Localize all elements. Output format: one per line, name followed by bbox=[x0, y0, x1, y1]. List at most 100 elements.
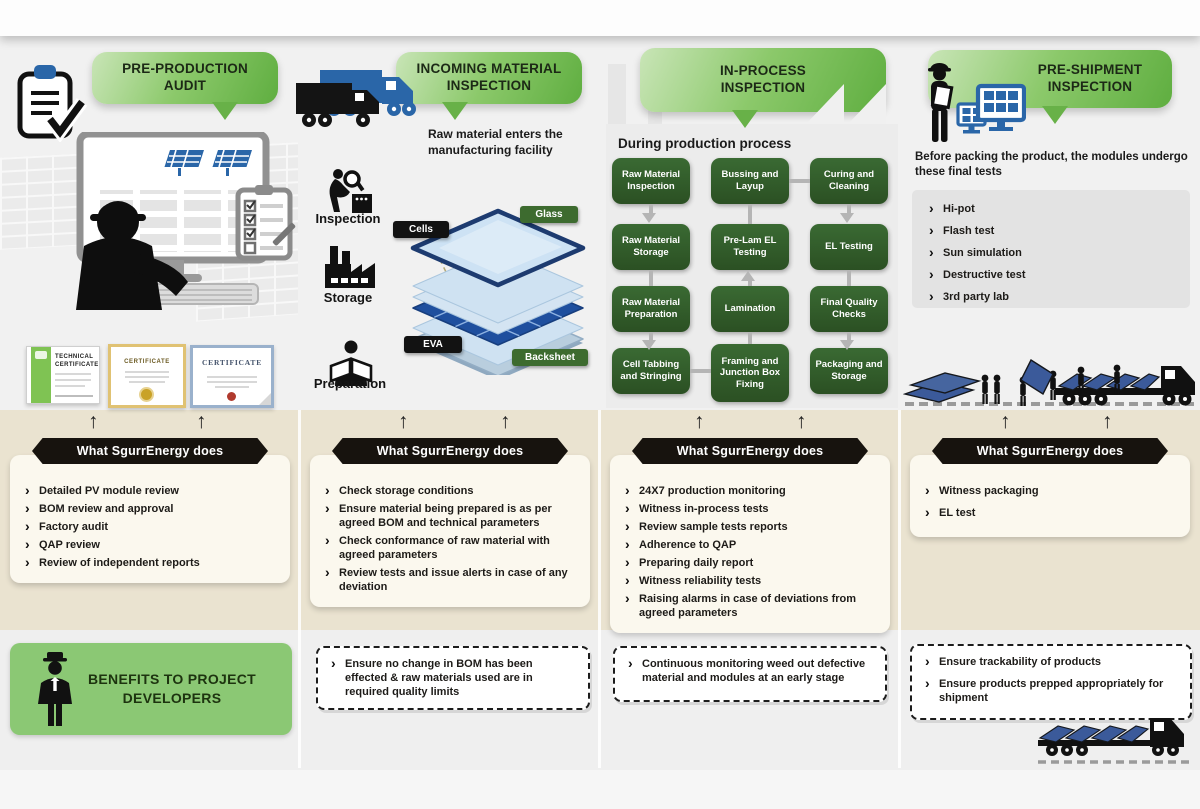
up-arrow-icon: ↑ bbox=[500, 410, 511, 433]
certificate-line bbox=[125, 376, 169, 378]
certificate-title: CERTIFICATE bbox=[124, 359, 170, 365]
up-arrow-icon: ↑ bbox=[196, 410, 207, 433]
shipment-truck-icon bbox=[1038, 718, 1194, 764]
preshipment-note: Before packing the product, the modules … bbox=[915, 151, 1188, 178]
ribbon-what-sgurrenergy-does: What SgurrEnergy does bbox=[32, 438, 268, 464]
banner-tail bbox=[732, 110, 758, 128]
flow-step: Pre-Lam EL Testing bbox=[711, 224, 789, 270]
step-label-storage: Storage bbox=[323, 290, 373, 305]
connector-line bbox=[748, 332, 752, 344]
connector-line bbox=[649, 204, 653, 214]
bullet-item: Witness reliability tests bbox=[624, 572, 878, 590]
header-pre-production-audit: PRE-PRODUCTION AUDIT bbox=[92, 52, 278, 104]
up-arrow-icon: ↑ bbox=[694, 410, 705, 433]
step-label-preparation: Preparation bbox=[313, 376, 387, 391]
header-incoming-material-inspection: INCOMING MATERIAL INSPECTION bbox=[396, 52, 582, 104]
connector-line bbox=[690, 369, 711, 373]
test-item: 3rd party lab bbox=[928, 288, 1174, 306]
certificate-line bbox=[207, 376, 257, 378]
arrow-up-icon bbox=[741, 271, 755, 281]
checklist-clipboard bbox=[235, 185, 296, 261]
certificate-green-band bbox=[31, 347, 51, 403]
arrow-down-icon bbox=[840, 213, 854, 223]
flow-step: EL Testing bbox=[810, 224, 888, 270]
what-we-do-card-3: 24X7 production monitoring Witness in-pr… bbox=[610, 455, 890, 633]
benefit-box-inprocess: Continuous monitoring weed out defective… bbox=[613, 646, 887, 702]
certificate-title: CERTIFICATE bbox=[201, 358, 263, 367]
header-title: IN-PROCESS INSPECTION bbox=[719, 63, 806, 95]
what-we-do-card-2: Check storage conditions Ensure material… bbox=[310, 455, 590, 607]
bullet-item: Continuous monitoring weed out defective… bbox=[627, 655, 873, 686]
screen-solar-panel-icons bbox=[164, 149, 252, 176]
up-arrow-icon: ↑ bbox=[1000, 410, 1011, 433]
red-seal bbox=[227, 392, 236, 401]
flow-step: Curing and Cleaning bbox=[810, 158, 888, 204]
worker-silhouette bbox=[76, 201, 188, 310]
banner-tail bbox=[212, 102, 238, 120]
bullet-item: Adherence to QAP bbox=[624, 536, 878, 554]
bullet-item: Factory audit bbox=[24, 518, 278, 536]
flow-step: Cell Tabbing and Stringing bbox=[612, 348, 690, 394]
gold-seal bbox=[141, 389, 152, 400]
connector-line bbox=[847, 332, 851, 341]
technical-certificate: TECHNICAL CERTIFICATE bbox=[26, 346, 100, 404]
connector-line bbox=[847, 270, 851, 286]
factory-chimney-silhouette bbox=[608, 64, 626, 126]
storage-icon bbox=[325, 246, 375, 288]
column-separator bbox=[298, 410, 301, 768]
arrow-down-icon bbox=[840, 340, 854, 350]
connector-line bbox=[847, 204, 851, 214]
flow-step: Framing and Junction Box Fixing bbox=[711, 344, 789, 402]
bullet-item: Witness packaging bbox=[924, 482, 1178, 500]
certificate-line bbox=[125, 371, 169, 373]
bullet-item: EL test bbox=[924, 504, 1178, 522]
benefit-box-preshipment: Ensure trackability of products Ensure p… bbox=[910, 644, 1192, 720]
flow-step: Lamination bbox=[711, 286, 789, 332]
layer-chip-glass: Glass bbox=[520, 206, 578, 223]
bullet-item: Witness in-process tests bbox=[624, 500, 878, 518]
benefits-title-box: BENEFITS TO PROJECT DEVELOPERS bbox=[10, 643, 292, 735]
flow-step: Raw Material Preparation bbox=[612, 286, 690, 332]
bullet-item: Ensure no change in BOM has been effecte… bbox=[330, 655, 576, 700]
header-in-process-inspection: IN-PROCESS INSPECTION bbox=[640, 48, 886, 112]
bullet-item: Raising alarms in case of deviations fro… bbox=[624, 590, 878, 621]
what-we-do-card-4: Witness packaging EL test bbox=[910, 455, 1190, 537]
bullet-item: Review sample tests reports bbox=[624, 518, 878, 536]
certificate-line bbox=[55, 373, 91, 375]
benefit-box-incoming: Ensure no change in BOM has been effecte… bbox=[316, 646, 590, 710]
arrow-down-icon bbox=[642, 340, 656, 350]
header-title: PRE-PRODUCTION AUDIT bbox=[122, 61, 248, 93]
ribbon-what-sgurrenergy-does: What SgurrEnergy does bbox=[332, 438, 568, 464]
top-strip bbox=[0, 0, 1200, 36]
bullet-item: Review tests and issue alerts in case of… bbox=[324, 564, 578, 595]
flow-step: Bussing and Layup bbox=[711, 158, 789, 204]
bullet-item: Preparing daily report bbox=[624, 554, 878, 572]
header-title: PRE-SHIPMENT INSPECTION bbox=[1037, 62, 1143, 94]
banner-tail bbox=[1042, 106, 1068, 124]
preparation-icon bbox=[329, 340, 373, 386]
connector-line bbox=[748, 280, 752, 286]
ribbon-what-sgurrenergy-does: What SgurrEnergy does bbox=[632, 438, 868, 464]
up-arrow-icon: ↑ bbox=[88, 410, 99, 433]
step-label-inspection: Inspection bbox=[315, 211, 381, 226]
final-tests-box: Hi-pot Flash test Sun simulation Destruc… bbox=[912, 190, 1190, 308]
column-separator bbox=[598, 410, 601, 768]
truck-loading-illustration bbox=[903, 358, 1195, 406]
bullet-item: Ensure material being prepared is as per… bbox=[324, 500, 578, 531]
test-item: Hi-pot bbox=[928, 200, 1174, 218]
certificate-line bbox=[55, 385, 85, 387]
layer-chip-cells: Cells bbox=[393, 221, 449, 238]
up-arrow-icon: ↑ bbox=[1102, 410, 1113, 433]
businessman-icon bbox=[38, 652, 72, 726]
header-title: INCOMING MATERIAL INSPECTION bbox=[416, 61, 562, 93]
connector-line bbox=[748, 204, 752, 224]
connector-line bbox=[649, 270, 653, 286]
arrow-down-icon bbox=[642, 213, 656, 223]
certificate-line bbox=[215, 386, 249, 388]
process-heading: During production process bbox=[618, 136, 792, 151]
header-pre-shipment-inspection: PRE-SHIPMENT INSPECTION bbox=[928, 50, 1172, 108]
page-curl bbox=[259, 393, 271, 405]
layer-chip-backsheet: Backsheet bbox=[512, 349, 588, 366]
test-item: Flash test bbox=[928, 222, 1174, 240]
certificate-line bbox=[207, 381, 257, 383]
